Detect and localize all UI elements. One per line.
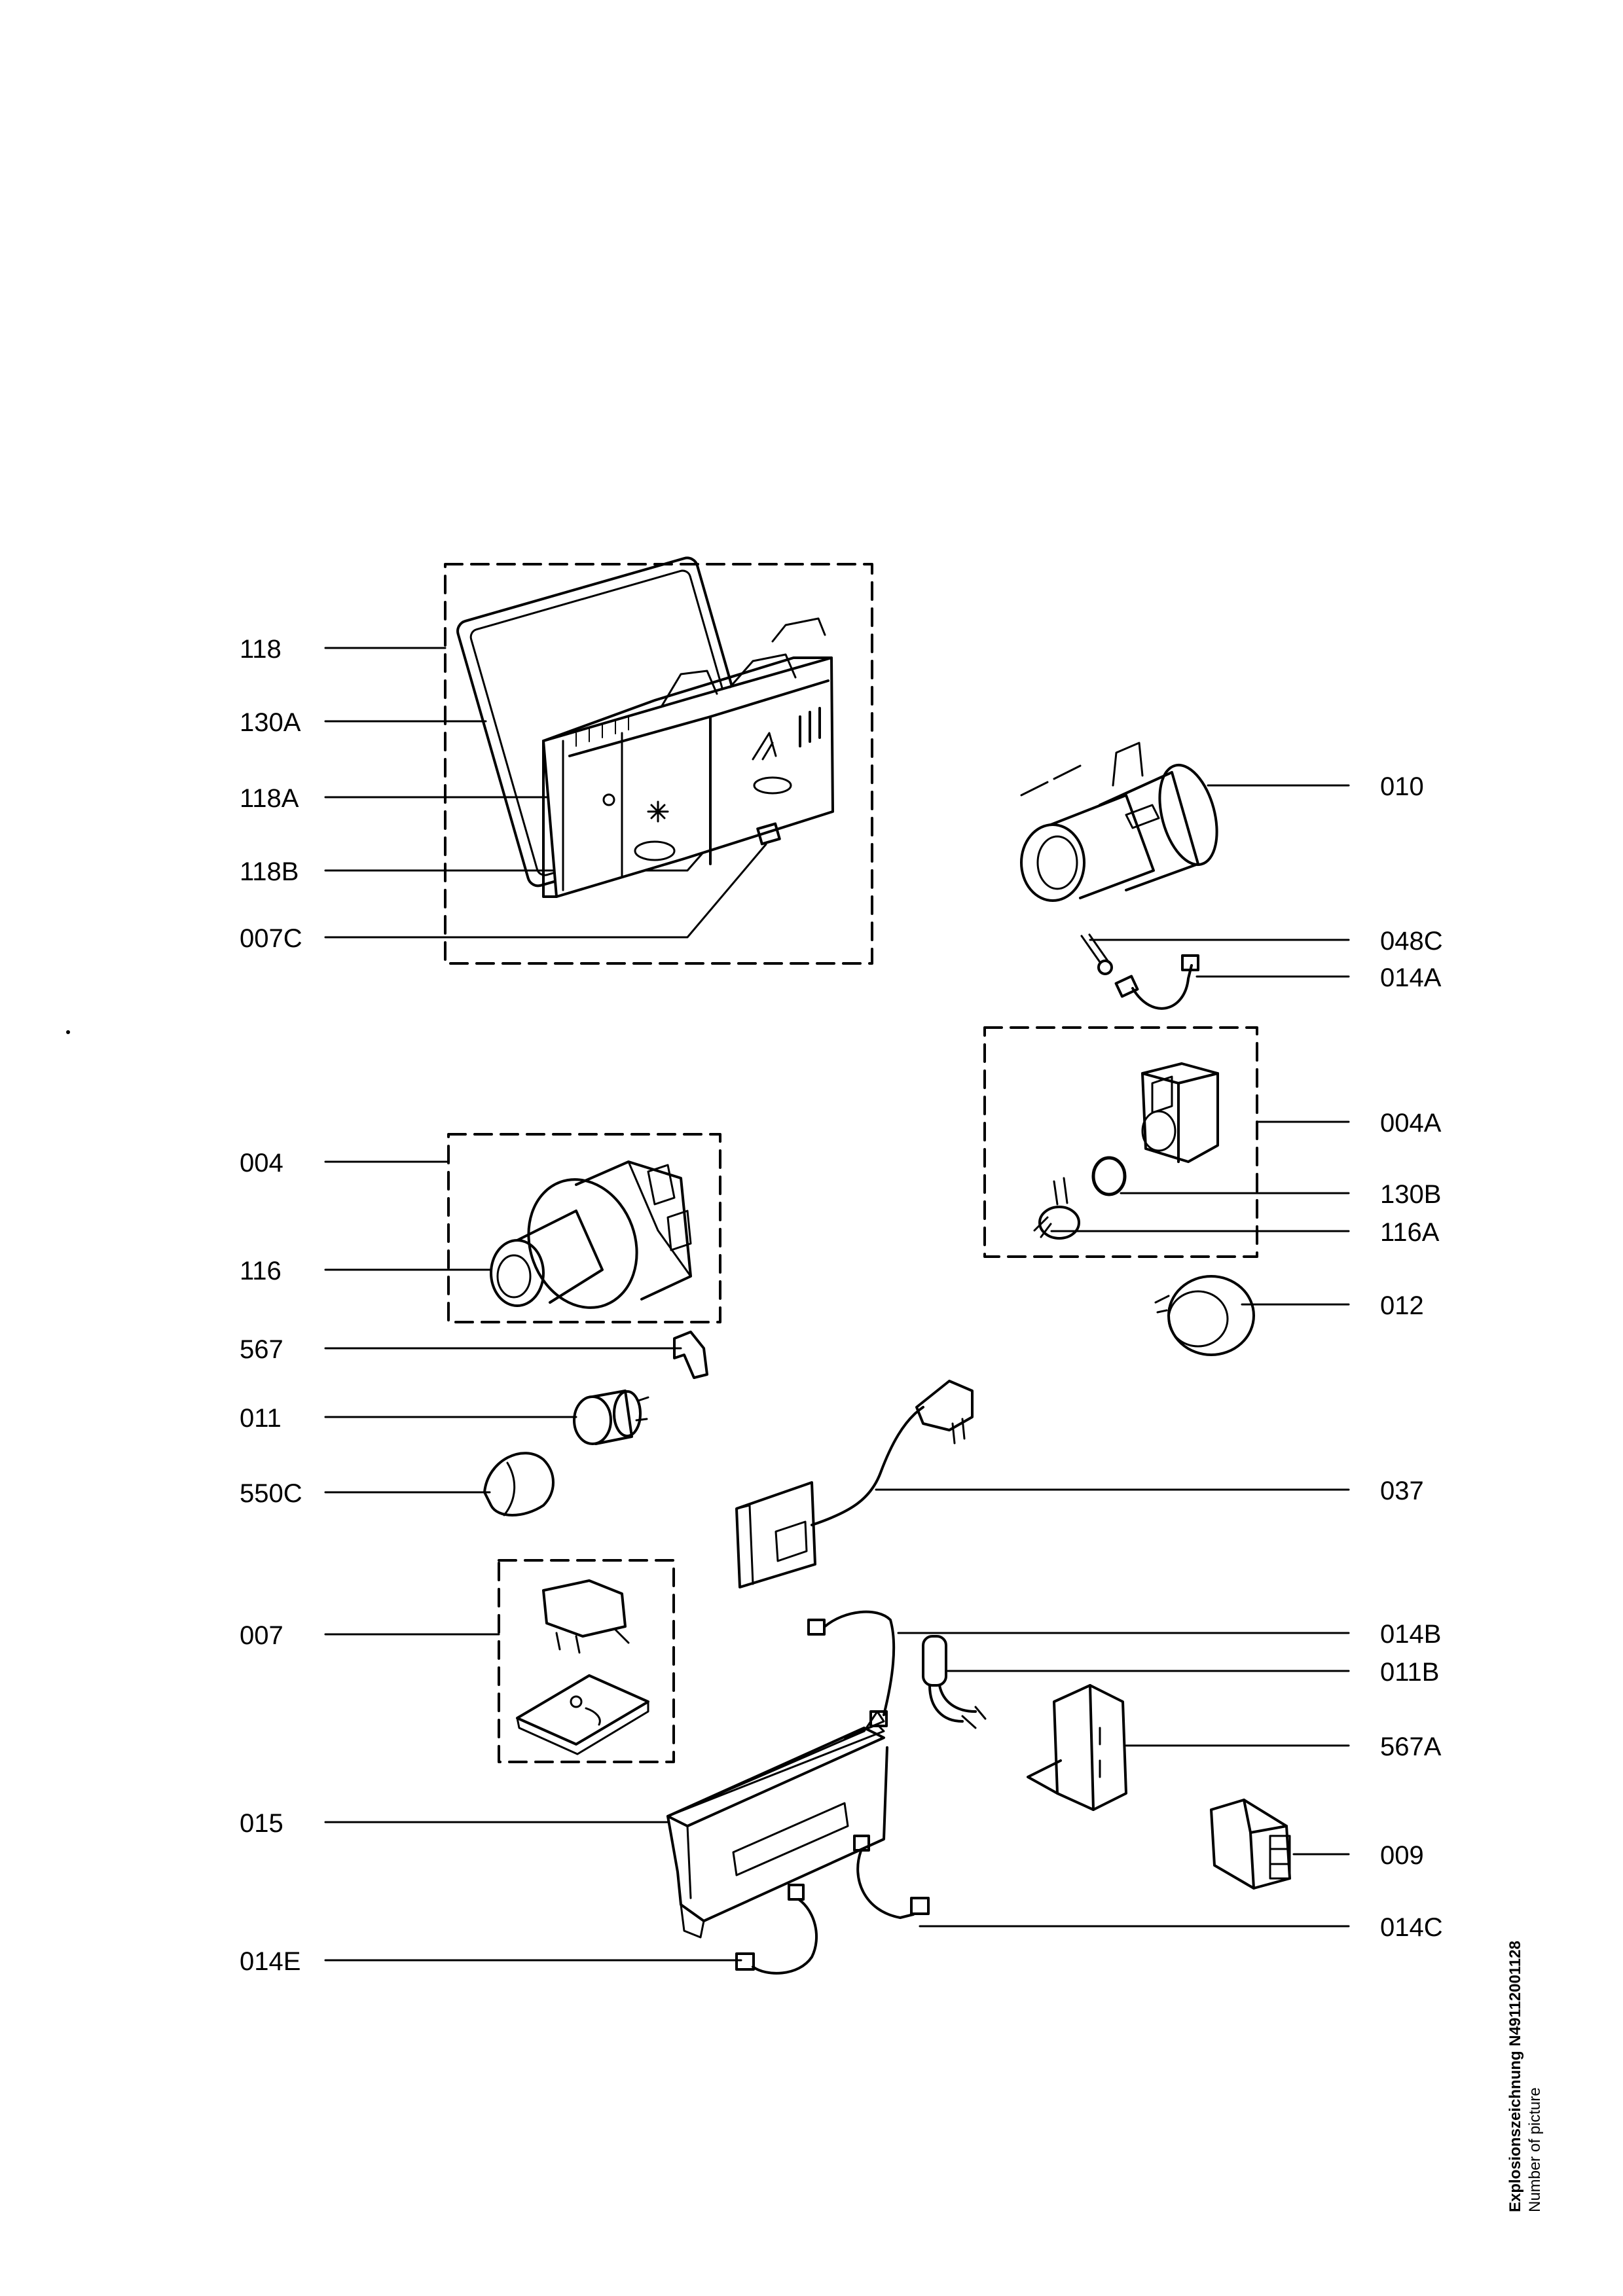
picture-number-caption: Explosionszeichnung N49112001128 Number … bbox=[1506, 1941, 1545, 2212]
callout-010: 010 bbox=[1380, 772, 1424, 801]
callout-012: 012 bbox=[1380, 1291, 1424, 1320]
callout-014C: 014C bbox=[1380, 1913, 1443, 1942]
group-box-dispenser bbox=[444, 563, 873, 965]
stray-dot bbox=[66, 1030, 70, 1034]
callout-007C: 007C bbox=[240, 924, 302, 953]
callout-037: 037 bbox=[1380, 1477, 1424, 1505]
switch-drawing bbox=[516, 1579, 649, 1755]
capacitor-drawing bbox=[573, 1390, 649, 1445]
callout-011: 011 bbox=[240, 1404, 282, 1433]
harness-014E-drawing bbox=[735, 1884, 818, 1975]
leader-007C bbox=[324, 843, 767, 939]
relay-drawing bbox=[1210, 1799, 1291, 1890]
clip-drawing bbox=[673, 1331, 708, 1379]
circulation-pump-drawing bbox=[490, 1160, 692, 1309]
callout-550C: 550C bbox=[240, 1479, 302, 1508]
callout-014E: 014E bbox=[240, 1947, 301, 1976]
cap-drawing bbox=[483, 1452, 555, 1516]
callout-567A: 567A bbox=[1380, 1732, 1442, 1761]
callout-118B: 118B bbox=[240, 857, 299, 886]
callout-116: 116 bbox=[240, 1257, 282, 1285]
heater-drawing bbox=[1020, 742, 1218, 902]
group-box-pump bbox=[447, 1133, 721, 1323]
power-cord-drawing bbox=[735, 1380, 974, 1588]
callout-014A: 014A bbox=[1380, 963, 1442, 992]
callout-004A: 004A bbox=[1380, 1109, 1442, 1138]
cable-011B-drawing bbox=[922, 1635, 987, 1729]
callout-130B: 130B bbox=[1380, 1180, 1442, 1209]
caption-subtitle: Number of picture bbox=[1526, 2087, 1544, 2212]
callout-009: 009 bbox=[1380, 1841, 1424, 1870]
callout-011B: 011B bbox=[1380, 1658, 1440, 1687]
drain-pump-drawing bbox=[1033, 1062, 1219, 1240]
callout-118A: 118A bbox=[240, 784, 299, 813]
sensor-drawing bbox=[1080, 933, 1113, 975]
pressure-switch-drawing bbox=[1154, 1275, 1255, 1356]
callout-007: 007 bbox=[240, 1621, 283, 1650]
dispenser-drawing bbox=[456, 556, 834, 898]
callout-130A: 130A bbox=[240, 708, 301, 737]
harness-014C-drawing bbox=[853, 1835, 930, 1919]
callout-015: 015 bbox=[240, 1809, 283, 1838]
caption-title: Explosionszeichnung N49112001128 bbox=[1506, 1941, 1524, 2212]
bracket-drawing bbox=[1027, 1684, 1127, 1811]
control-module-drawing bbox=[666, 1710, 888, 1939]
callout-116A: 116A bbox=[1380, 1218, 1440, 1247]
group-box-drain-pump bbox=[983, 1026, 1258, 1258]
callout-567: 567 bbox=[240, 1335, 283, 1364]
callout-004: 004 bbox=[240, 1149, 283, 1177]
callout-048C: 048C bbox=[1380, 927, 1443, 956]
callout-118: 118 bbox=[240, 635, 282, 664]
harness-014B-drawing bbox=[807, 1610, 896, 1727]
callout-014B: 014B bbox=[1380, 1620, 1442, 1649]
harness-014A-drawing bbox=[1114, 954, 1199, 1010]
group-box-switch bbox=[498, 1559, 675, 1763]
